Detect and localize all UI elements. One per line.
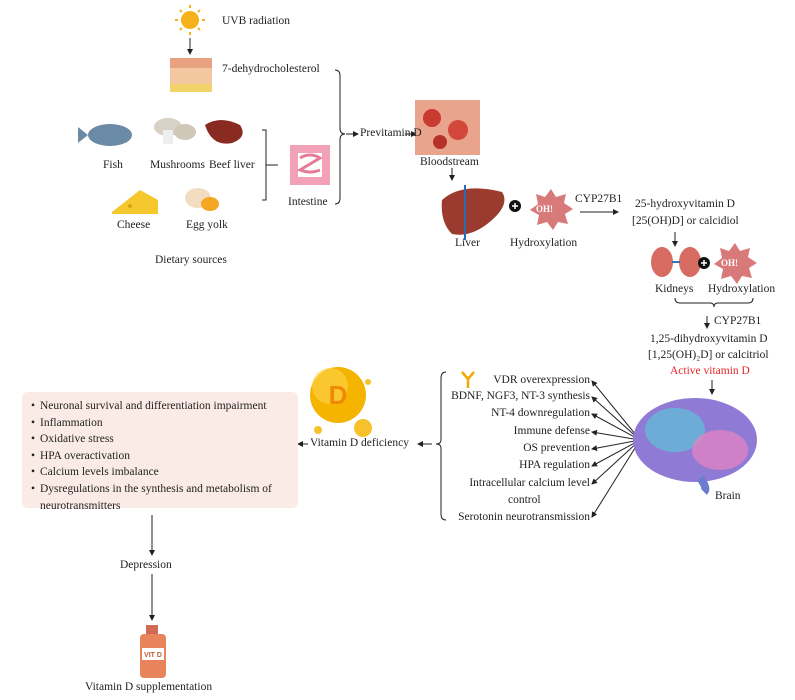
deficiency-label: Vitamin D deficiency: [310, 437, 409, 449]
enzyme-label: CYP27B1: [575, 193, 623, 205]
list-item: VDR overexpression: [493, 374, 590, 386]
vitamin-d-ball-icon: D: [310, 367, 372, 437]
list-item: BDNF, NGF3, NT-3 synthesis: [451, 390, 590, 402]
fish-label: Fish: [103, 159, 123, 171]
oh-burst-icon: [714, 243, 757, 284]
skin-label: 7-dehydrocholesterol: [222, 63, 320, 75]
liver-icon: [441, 185, 505, 240]
plus-icon: [509, 200, 521, 212]
dietary-sources-label: Dietary sources: [155, 254, 227, 266]
active-vitamin-d-label: Active vitamin D: [670, 365, 750, 377]
effect-item: Neuronal survival and differentiation im…: [31, 398, 298, 415]
supplementation-label: Vitamin D supplementation: [85, 681, 213, 693]
calcitriol-label: 1,25-dihydroxyvitamin D: [650, 333, 768, 345]
list-item: Intracellular calcium level: [469, 477, 590, 489]
mushrooms-icon: [154, 118, 196, 144]
liver-label: Liver: [455, 237, 480, 249]
effect-item: Inflammation: [31, 415, 298, 432]
brain-icon: [633, 398, 757, 495]
list-item: control: [508, 494, 541, 506]
supplement-bottle-icon: VIT D: [140, 625, 166, 678]
fish-icon: [78, 124, 132, 146]
oh-text: OH!: [721, 258, 738, 268]
deficiency-effects-box: Neuronal survival and differentiation im…: [22, 392, 298, 512]
enzyme-label: CYP27B1: [714, 315, 762, 327]
beef-liver-label: Beef liver: [209, 159, 255, 171]
depression-label: Depression: [120, 559, 172, 571]
list-item: NT-4 downregulation: [491, 407, 590, 419]
effect-item: Oxidative stress: [31, 431, 298, 448]
mushrooms-label: Mushrooms: [150, 159, 205, 171]
previtamin-label: Previtamin D: [360, 127, 422, 139]
oh-text: OH!: [536, 204, 553, 214]
effect-item: Calcium levels imbalance: [31, 464, 298, 481]
bloodstream-label: Bloodstream: [420, 156, 479, 168]
hydroxylation-label: Hydroxylation: [510, 237, 578, 249]
list-item: Immune defense: [513, 425, 590, 437]
beef-liver-icon: [205, 120, 243, 144]
svg-text:VIT D: VIT D: [144, 652, 162, 659]
calcidiol-label-2: [25(OH)D] or calcidiol: [632, 215, 739, 227]
vdr-receptor-icon: [461, 371, 475, 388]
kidneys-icon: [651, 247, 701, 277]
plus-icon: [698, 257, 710, 269]
calcitriol-label-2: [1,25(OH)₂D] or calcitriol: [648, 349, 769, 361]
intestine-label: Intestine: [288, 196, 328, 208]
list-item: Serotonin neurotransmission: [458, 511, 590, 523]
uvb-label: UVB radiation: [222, 15, 291, 27]
oh-burst-icon: [530, 189, 573, 230]
cheese-icon: [112, 190, 158, 214]
intestine-icon: [290, 145, 330, 185]
sun-icon: [175, 5, 205, 35]
calcidiol-label: 25-hydroxyvitamin D: [635, 198, 735, 210]
svg-text:D: D: [329, 380, 348, 410]
list-item: HPA regulation: [519, 459, 590, 471]
egg-yolk-icon: [185, 188, 219, 211]
cheese-label: Cheese: [117, 219, 151, 231]
effect-item: Dysregulations in the synthesis and meta…: [31, 481, 298, 514]
skin-icon: [170, 58, 212, 92]
hydroxylation-label: Hydroxylation: [708, 283, 776, 295]
kidneys-label: Kidneys: [655, 283, 694, 295]
brain-label: Brain: [715, 490, 741, 502]
bloodstream-icon: [415, 100, 480, 155]
list-item: OS prevention: [523, 442, 590, 454]
effect-item: HPA overactivation: [31, 448, 298, 465]
egg-yolk-label: Egg yolk: [186, 219, 228, 231]
